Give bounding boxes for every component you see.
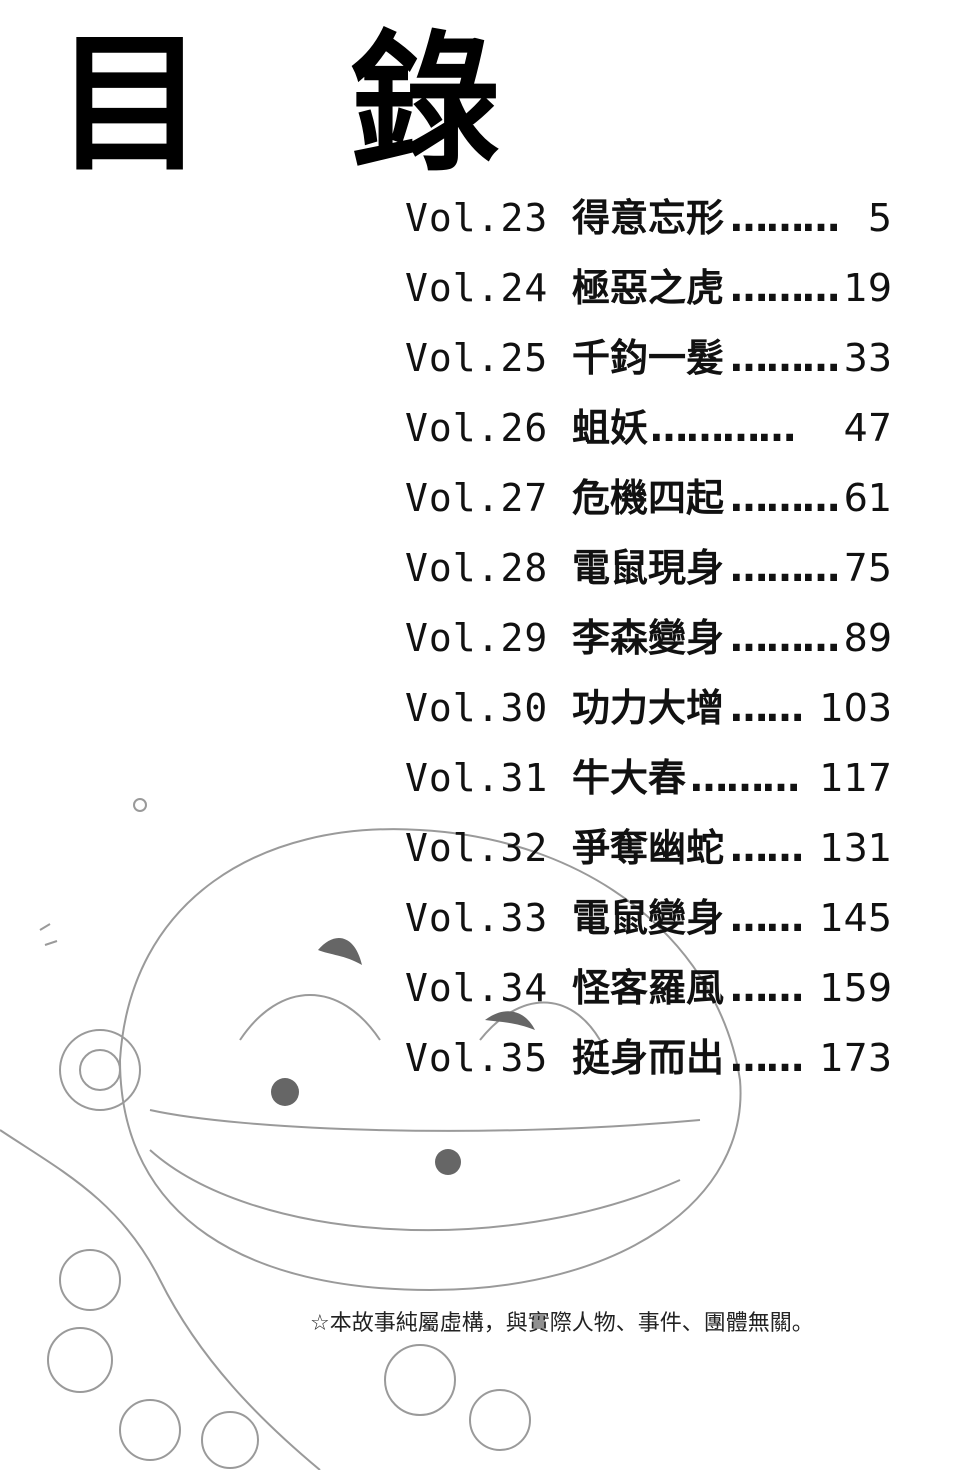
toc-volume-label: Vol.32 bbox=[405, 826, 549, 870]
toc-page-number: 47 bbox=[843, 406, 892, 450]
toc-volume-label: Vol.27 bbox=[405, 476, 549, 520]
toc-leader-dots: ……… bbox=[730, 266, 840, 310]
toc-chapter-title: 功力大增 bbox=[572, 686, 725, 730]
toc-chapter-title: 危機四起 bbox=[572, 476, 725, 520]
toc-row[interactable]: Vol.25 千鈞一髮………33 bbox=[400, 332, 900, 402]
toc-volume-label: Vol.28 bbox=[405, 546, 549, 590]
toc-volume-label: Vol.31 bbox=[405, 756, 549, 800]
toc-chapter-title: 牛大春 bbox=[572, 756, 687, 800]
toc-row[interactable]: Vol.34 怪客羅風…… 159 bbox=[400, 962, 900, 1032]
toc-volume-label: Vol.25 bbox=[405, 336, 549, 380]
toc-leader-dots: …… bbox=[730, 826, 804, 870]
toc-leader-dots: ……… bbox=[730, 476, 840, 520]
toc-chapter-title: 爭奪幽蛇 bbox=[572, 826, 725, 870]
toc-chapter-title: 得意忘形 bbox=[572, 196, 725, 240]
toc-volume-label: Vol.33 bbox=[405, 896, 549, 940]
toc-volume-label: Vol.24 bbox=[405, 266, 549, 310]
toc-volume-label: Vol.23 bbox=[405, 196, 549, 240]
toc-row[interactable]: Vol.27 危機四起………61 bbox=[400, 472, 900, 542]
toc-row[interactable]: Vol.28 電鼠現身………75 bbox=[400, 542, 900, 612]
toc-volume-label: Vol.29 bbox=[405, 616, 549, 660]
toc-row[interactable]: Vol.29 李森變身………89 bbox=[400, 612, 900, 682]
toc-chapter-title: 怪客羅風 bbox=[572, 966, 725, 1010]
toc-volume-label: Vol.26 bbox=[405, 406, 549, 450]
toc-page-number: 159 bbox=[819, 966, 892, 1010]
toc-chapter-title: 李森變身 bbox=[572, 616, 725, 660]
toc-row[interactable]: Vol.30 功力大增…… 103 bbox=[400, 682, 900, 752]
toc-chapter-title: 極惡之虎 bbox=[572, 266, 725, 310]
toc-row[interactable]: Vol.31 牛大春……… 117 bbox=[400, 752, 900, 822]
toc-chapter-title: 蛆妖 bbox=[572, 406, 649, 450]
toc-page-number: 5 bbox=[867, 196, 892, 240]
toc-chapter-title: 挺身而出 bbox=[572, 1036, 725, 1080]
toc-page-number: 145 bbox=[819, 896, 892, 940]
toc-chapter-title: 電鼠現身 bbox=[572, 546, 725, 590]
toc-row[interactable]: Vol.32 爭奪幽蛇…… 131 bbox=[400, 822, 900, 892]
toc-page-number: 75 bbox=[843, 546, 892, 590]
toc-page-number: 117 bbox=[819, 756, 892, 800]
toc-leader-dots: ………… bbox=[650, 406, 796, 450]
toc-page-number: 89 bbox=[843, 616, 892, 660]
toc-row[interactable]: Vol.24 極惡之虎………19 bbox=[400, 262, 900, 332]
toc-leader-dots: ……… bbox=[730, 616, 840, 660]
toc-chapter-title: 電鼠變身 bbox=[572, 896, 725, 940]
toc-page-number: 33 bbox=[843, 336, 892, 380]
disclaimer-text: ☆本故事純屬虛構，與實際人物、事件、團體無關。 bbox=[310, 1311, 814, 1336]
toc-page-number: 19 bbox=[843, 266, 892, 310]
page-title-char-2: 錄 bbox=[350, 18, 501, 192]
toc-row[interactable]: Vol.26 蛆妖………… 47 bbox=[400, 402, 900, 472]
toc-leader-dots: ……… bbox=[730, 196, 840, 240]
toc-page-number: 103 bbox=[819, 686, 892, 730]
toc-row[interactable]: Vol.35 挺身而出…… 173 bbox=[400, 1032, 900, 1102]
toc-leader-dots: ……… bbox=[730, 546, 840, 590]
toc-volume-label: Vol.30 bbox=[405, 686, 549, 730]
toc-row[interactable]: Vol.23 得意忘形……… 5 bbox=[400, 192, 900, 262]
toc-page-number: 131 bbox=[819, 826, 892, 870]
toc-volume-label: Vol.35 bbox=[405, 1036, 549, 1080]
toc-leader-dots: …… bbox=[730, 966, 804, 1010]
toc-leader-dots: ……… bbox=[690, 756, 800, 800]
toc-chapter-title: 千鈞一髮 bbox=[572, 336, 725, 380]
toc-page-number: 61 bbox=[843, 476, 892, 520]
toc-row[interactable]: Vol.33 電鼠變身…… 145 bbox=[400, 892, 900, 962]
toc-volume-label: Vol.34 bbox=[405, 966, 549, 1010]
toc-leader-dots: …… bbox=[730, 1036, 804, 1080]
page-title-char-1: 目 bbox=[55, 18, 206, 192]
toc-page-number: 173 bbox=[819, 1036, 892, 1080]
toc-leader-dots: …… bbox=[730, 686, 804, 730]
toc-leader-dots: …… bbox=[730, 896, 804, 940]
toc-leader-dots: ……… bbox=[730, 336, 840, 380]
